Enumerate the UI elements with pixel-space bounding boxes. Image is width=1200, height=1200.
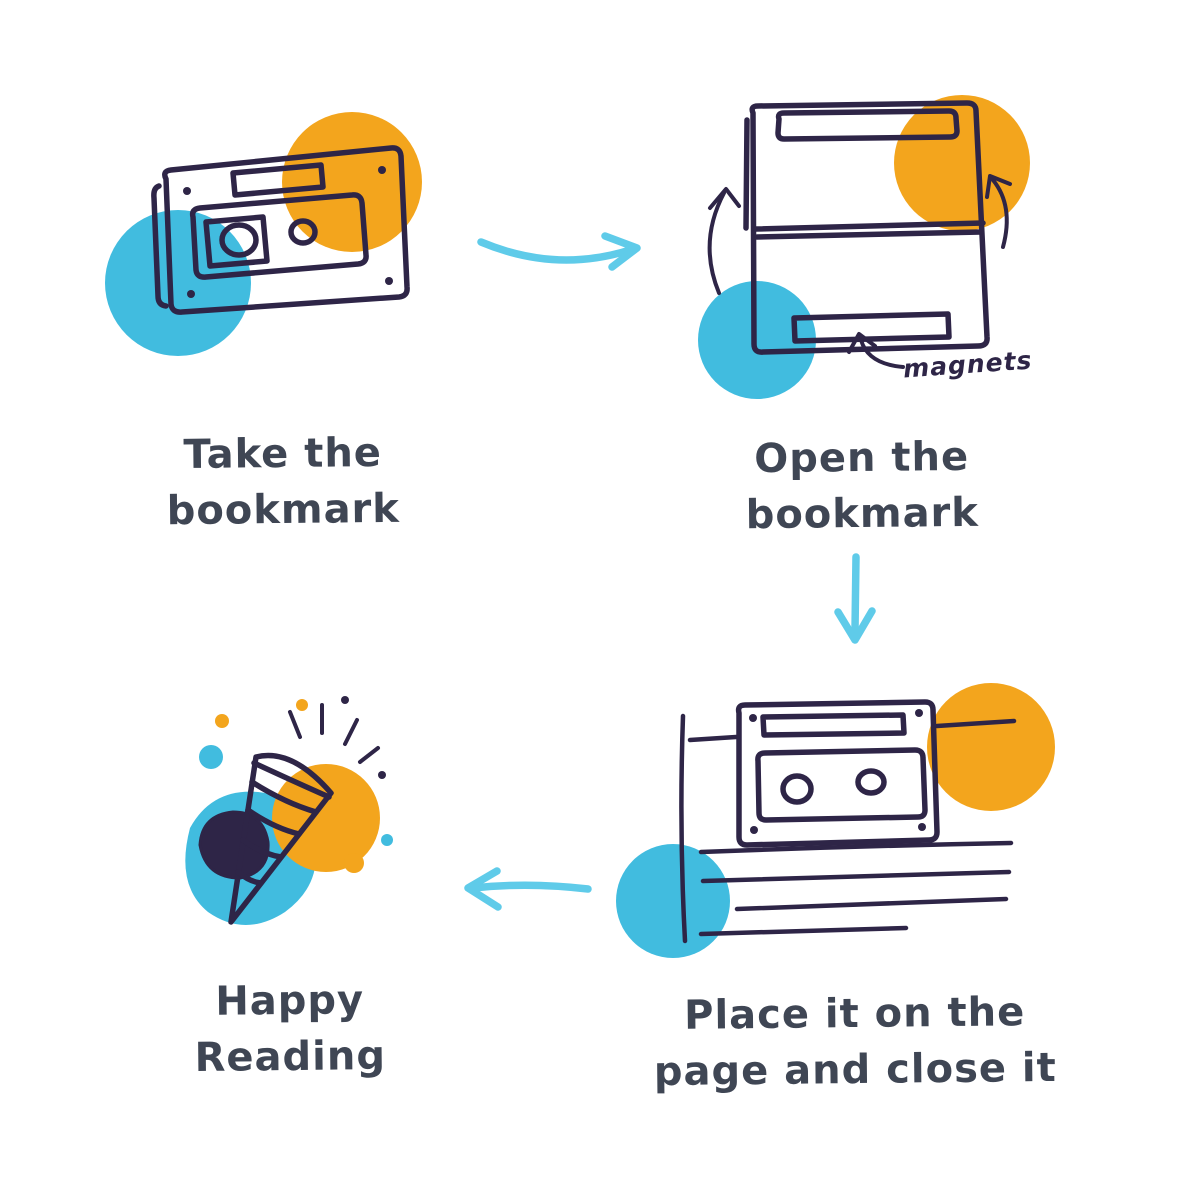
bookmark-on-page-drawing [735,699,940,848]
caption-happy-reading: Happy Reading [89,971,490,1087]
arrow-down-icon [834,553,876,644]
step1-take-illustration [105,112,422,356]
orange-accent-circle [894,95,1030,231]
caption-line: bookmark [166,485,401,535]
orange-accent-circle [272,764,380,872]
caption-line: Happy [215,977,365,1025]
caption-place-on-page: Place it on the page and close it [604,983,1105,1100]
caption-line: bookmark [745,489,980,539]
book-page-drawing [679,713,1017,944]
magnets-pointer-arrow [847,332,905,369]
confetti-dots [199,699,393,873]
caption-open-the-bookmark: Open the bookmark [661,428,1062,544]
closed-bookmark-drawing [151,145,410,315]
step3-place-illustration [616,683,1055,958]
caption-line: page and close it [653,1044,1057,1096]
step2-open-illustration [698,95,1030,399]
fold-arrow-right-icon [985,174,1012,249]
caption-line: Reading [194,1032,387,1081]
step4-happy-illustration [185,696,393,925]
blue-accent-circle [616,844,730,958]
caption-line: Open the [754,433,970,483]
arrow-left-icon [464,867,592,911]
arrow-right-curved-icon [477,232,641,271]
open-bookmark-drawing [743,100,990,355]
party-cone-drawing [198,696,386,925]
blue-accent-circle [105,210,251,356]
caption-take-the-bookmark: Take the bookmark [82,424,483,540]
caption-line: Place it on the [683,989,1026,1039]
fold-arrow-left-icon [707,187,741,295]
blue-accent-circle [698,281,816,399]
caption-line: Take the [183,429,383,479]
orange-accent-circle [927,683,1055,811]
